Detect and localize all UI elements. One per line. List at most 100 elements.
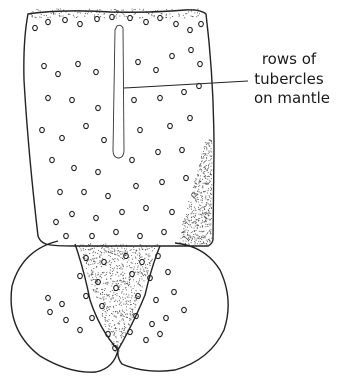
stipple-dot: [121, 313, 122, 314]
tubercle: [56, 71, 61, 76]
stipple-dot: [194, 237, 195, 238]
stipple-dot: [199, 180, 200, 181]
stipple-dot: [116, 17, 117, 18]
stipple-dot: [90, 264, 91, 265]
stipple-dot: [200, 205, 201, 206]
stipple-dot: [132, 10, 133, 11]
stipple-dot: [193, 222, 194, 223]
stipple-dot: [131, 262, 132, 263]
stipple-dot: [97, 288, 98, 289]
stipple-dot: [206, 149, 207, 150]
stipple-dot: [205, 206, 206, 207]
stipple-dot: [152, 259, 153, 260]
stipple-dot: [80, 248, 81, 249]
stipple-dot: [102, 314, 103, 315]
stipple-dot: [89, 276, 90, 277]
stipple-dot: [123, 293, 124, 294]
stipple-dot: [129, 279, 130, 280]
stipple-dot: [105, 288, 106, 289]
stipple-dot: [137, 269, 138, 270]
stipple-dot: [99, 9, 100, 10]
stipple-dot: [187, 223, 188, 224]
stipple-dot: [116, 316, 117, 317]
stipple-dot: [142, 248, 143, 249]
stipple-dot: [197, 194, 198, 195]
stipple-dot: [132, 252, 133, 253]
stipple-dot: [112, 295, 113, 296]
stipple-dot: [208, 143, 209, 144]
stipple-dot: [197, 12, 198, 13]
stipple-dot: [132, 259, 133, 260]
stipple-dot: [118, 255, 119, 256]
stipple-dot: [105, 324, 106, 325]
stipple-dot: [130, 313, 131, 314]
stipple-dot: [211, 163, 212, 164]
stipple-dot: [183, 223, 184, 224]
tubercle: [46, 95, 51, 100]
stipple-dot: [195, 242, 196, 243]
stipple-dot: [145, 264, 146, 265]
stipple-dot: [94, 248, 95, 249]
stipple-dot: [113, 311, 114, 312]
stipple-dot: [121, 305, 122, 306]
stipple-dot: [117, 248, 118, 249]
stipple-dot: [97, 280, 98, 281]
stipple-dot: [104, 252, 105, 253]
stipple-dot: [207, 179, 208, 180]
stipple-dot: [209, 204, 210, 205]
stipple-dot: [203, 235, 204, 236]
tubercle: [198, 61, 203, 66]
stipple-dot: [166, 15, 167, 16]
stipple-dot: [199, 209, 200, 210]
stipple-dot: [36, 17, 37, 18]
stipple-dot: [104, 250, 105, 251]
stipple-dot: [93, 289, 94, 290]
stipple-dot: [205, 226, 206, 227]
stipple-dot: [208, 160, 209, 161]
stipple-dot: [202, 226, 203, 227]
stipple-dot: [140, 285, 141, 286]
stipple-dot: [144, 274, 145, 275]
stipple-dot: [202, 160, 203, 161]
stipple-dot: [121, 282, 122, 283]
stipple-dot: [207, 184, 208, 185]
stipple-dot: [200, 200, 201, 201]
stipple-dot: [196, 230, 197, 231]
stipple-dot: [102, 289, 103, 290]
stipple-dot: [101, 289, 102, 290]
stipple-dot: [130, 314, 131, 315]
stipple-dot: [209, 146, 210, 147]
stipple-dot: [154, 15, 155, 16]
stipple-dot: [201, 237, 202, 238]
stipple-dot: [114, 332, 115, 333]
stipple-dot: [108, 328, 109, 329]
stipple-dot: [90, 259, 91, 260]
stipple-dot: [58, 9, 59, 10]
stipple-dot: [94, 258, 95, 259]
stipple-dot: [204, 215, 205, 216]
stipple-dot: [208, 167, 209, 168]
tubercle: [70, 97, 75, 102]
stipple-dot: [199, 13, 200, 14]
stipple-dot: [94, 263, 95, 264]
stipple-dot: [124, 281, 125, 282]
stipple-dot: [98, 14, 99, 15]
stipple-dot: [191, 204, 192, 205]
stipple-dot: [192, 238, 193, 239]
stipple-dot: [136, 250, 137, 251]
stipple-dot: [127, 283, 128, 284]
stipple-dot: [112, 281, 113, 282]
stipple-dot: [203, 214, 204, 215]
stipple-dot: [128, 301, 129, 302]
stipple-dot: [204, 213, 205, 214]
stipple-dot: [190, 236, 191, 237]
stipple-dot: [95, 275, 96, 276]
stipple-dot: [92, 252, 93, 253]
stipple-dot: [193, 234, 194, 235]
stipple-dot: [196, 186, 197, 187]
stipple-dot: [108, 247, 109, 248]
tubercle: [138, 127, 143, 132]
stipple-dot: [205, 224, 206, 225]
stipple-dot: [68, 14, 69, 15]
stipple-dot: [200, 178, 201, 179]
